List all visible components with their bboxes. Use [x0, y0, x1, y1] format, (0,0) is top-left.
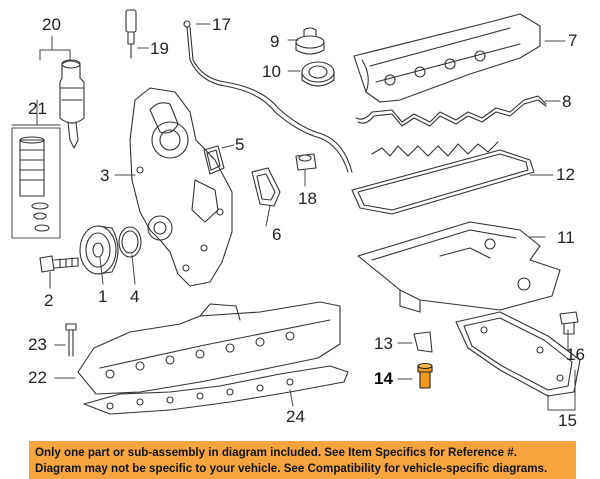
timing-cover [129, 87, 233, 287]
callout-20: 20 [42, 15, 61, 34]
callout-15: 15 [558, 411, 577, 430]
filler-cap [295, 27, 325, 55]
callout-14: 14 [374, 369, 393, 388]
leader-lines [11, 23, 576, 411]
callout-7: 7 [568, 31, 578, 50]
seal-ring-part-4 [118, 226, 142, 258]
callout-23: 23 [28, 335, 47, 354]
lower-pan-part-15 [455, 311, 581, 397]
dipstick-tube [183, 20, 353, 173]
oil-pan-part-11 [357, 221, 561, 313]
gasket-part-8 [355, 95, 547, 127]
callout-13: 13 [374, 334, 393, 353]
cover-plate-part-6 [251, 167, 281, 207]
gasket-part-12 [351, 141, 535, 215]
pulley-part-1 [79, 225, 119, 275]
disclaimer-line-1: Only one part or sub-assembly in diagram… [35, 446, 517, 459]
valve-cover-part-7 [353, 13, 541, 103]
callout-1: 1 [98, 287, 108, 306]
plug-part-18 [295, 153, 317, 171]
callout-22: 22 [28, 368, 47, 387]
seal-part [301, 61, 335, 87]
callout-19: 19 [150, 39, 169, 58]
bolt-part-2 [39, 255, 79, 273]
callout-16: 16 [566, 345, 585, 364]
disclaimer-line-2: Diagram may not be specific to your vehi… [35, 462, 548, 475]
intake-manifold-part-22 [77, 301, 341, 395]
callout-3: 3 [100, 166, 110, 185]
bolt-part-23 [65, 323, 77, 357]
callout-21: 21 [28, 99, 47, 118]
gasket-part-5 [203, 145, 225, 175]
disclaimer-banner: Only one part or sub-assembly in diagram… [29, 441, 576, 479]
callout-4: 4 [130, 287, 140, 306]
plug-part-16 [559, 311, 579, 335]
callout-17: 17 [212, 15, 231, 34]
sensor-part [125, 9, 137, 59]
callout-8: 8 [562, 92, 572, 111]
callout-6: 6 [272, 225, 282, 244]
callout-12: 12 [556, 165, 575, 184]
callout-2: 2 [44, 291, 54, 310]
callout-5: 5 [235, 135, 245, 154]
callout-9: 9 [270, 32, 280, 51]
oil-filter-housing [59, 59, 85, 149]
callout-24: 24 [286, 407, 305, 426]
oil-filter-kit [11, 127, 61, 239]
drain-plug-part-14 [417, 362, 433, 389]
callout-10: 10 [262, 62, 281, 81]
manifold-gasket-part-24 [83, 365, 349, 415]
baffle-part-13 [413, 331, 433, 353]
parts-diagram [11, 9, 581, 415]
callout-11: 11 [557, 228, 575, 247]
callout-18: 18 [298, 189, 317, 208]
